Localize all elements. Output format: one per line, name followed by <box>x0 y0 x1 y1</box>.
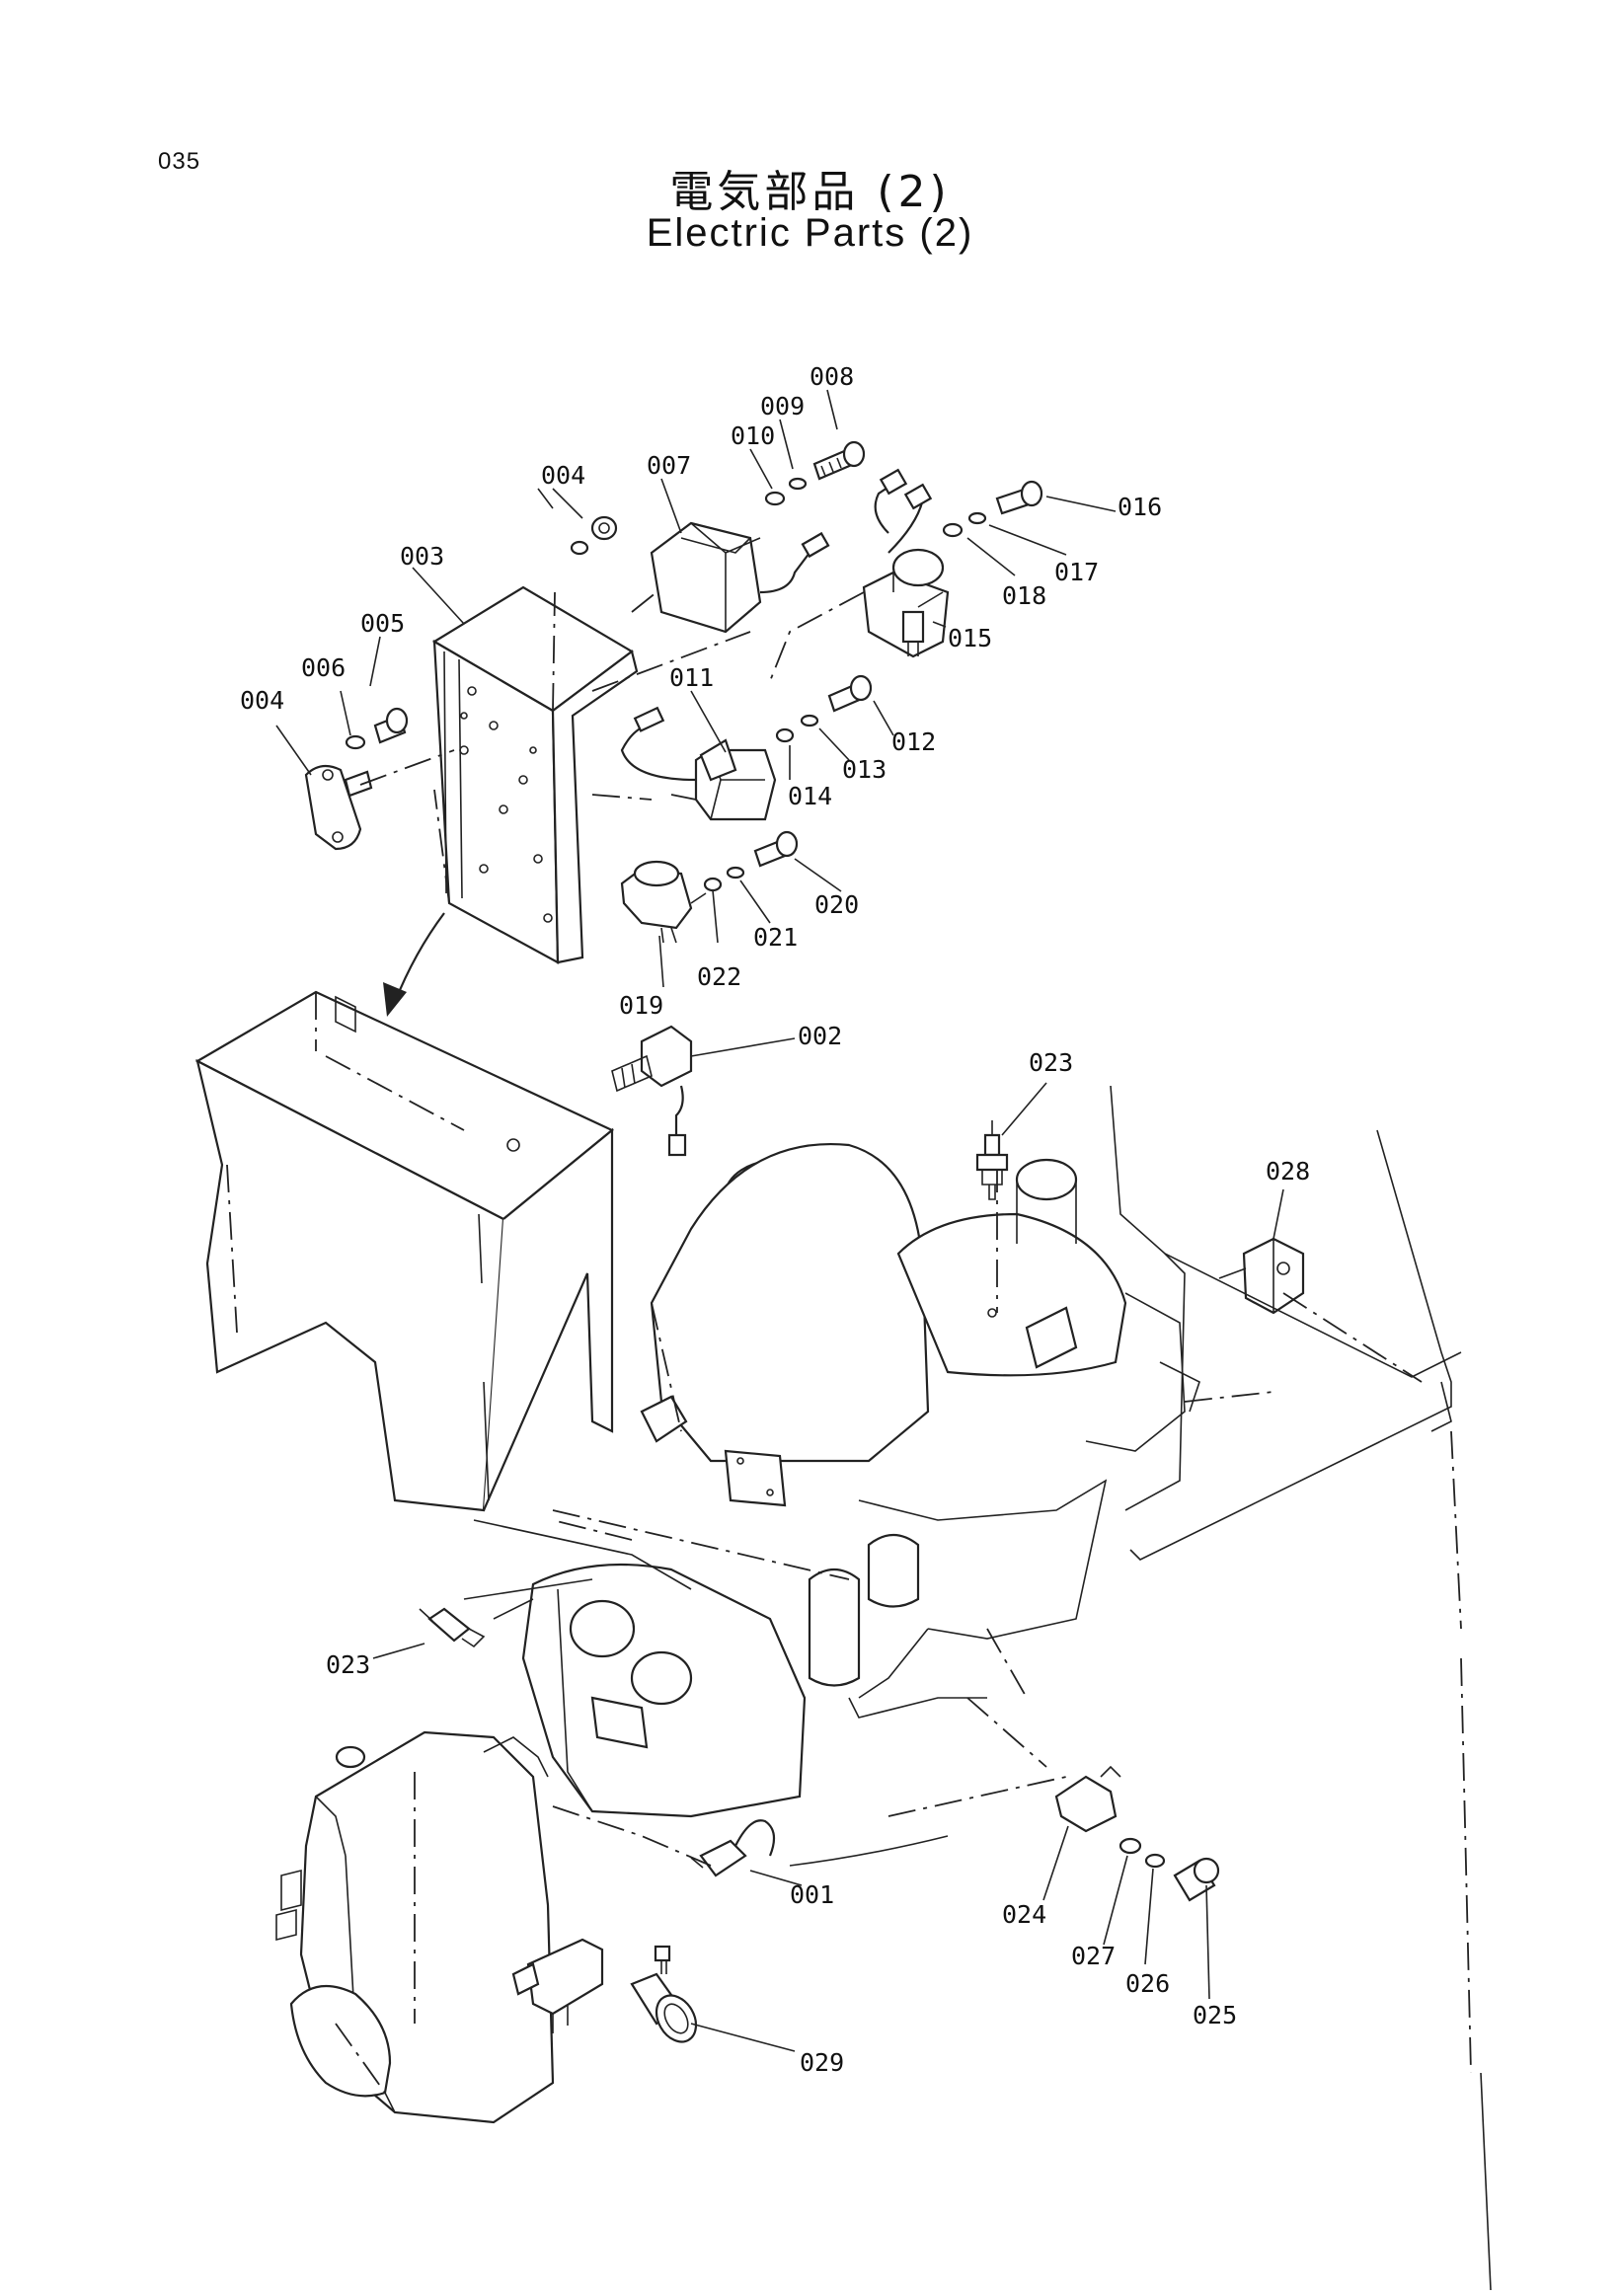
callout-labels: 004 003 007 008 009 010 016 017 018 015 … <box>240 362 1310 2077</box>
callout-018: 018 <box>1002 581 1046 610</box>
sensor-023-lower <box>419 1607 486 1648</box>
callout-023-lower: 023 <box>326 1650 370 1679</box>
gear-case <box>463 1563 807 1818</box>
callout-013: 013 <box>842 755 887 784</box>
callout-010: 010 <box>731 421 775 450</box>
callout-006: 006 <box>301 653 346 682</box>
transmission-housing <box>275 1730 555 2124</box>
plate-004-left <box>304 749 455 851</box>
callout-026: 026 <box>1125 1969 1170 1998</box>
callout-022: 022 <box>697 962 741 991</box>
bolt-016-set <box>942 480 1043 538</box>
title-english: Electric Parts (2) <box>646 211 974 255</box>
callout-029: 029 <box>800 2048 844 2077</box>
relay-015 <box>769 468 950 682</box>
frame-outline <box>473 1085 1492 2291</box>
sensor-029 <box>630 1945 698 2043</box>
callout-011: 011 <box>669 663 714 692</box>
bolt-008-set <box>764 440 866 506</box>
callout-027: 027 <box>1071 1942 1116 1970</box>
callout-002: 002 <box>798 1022 842 1050</box>
callout-025: 025 <box>1193 2001 1237 2029</box>
bracket-003 <box>431 585 639 964</box>
callout-028: 028 <box>1266 1157 1310 1186</box>
callout-008: 008 <box>810 362 854 391</box>
sensor-028 <box>1218 1237 1305 1315</box>
callout-007: 007 <box>647 451 691 480</box>
sensor-002 <box>611 1025 693 1157</box>
sensor-023-upper <box>975 1120 1009 1200</box>
callout-017: 017 <box>1054 558 1099 586</box>
callout-012: 012 <box>891 727 936 756</box>
callout-015: 015 <box>948 624 992 652</box>
bolt-005-set <box>345 707 409 750</box>
callout-019: 019 <box>619 991 663 1020</box>
callout-014: 014 <box>788 782 832 810</box>
callout-003: 003 <box>400 542 444 571</box>
leader-lines <box>275 389 1284 2052</box>
callout-020: 020 <box>814 890 859 919</box>
relay-019 <box>620 860 707 944</box>
callout-021: 021 <box>753 923 798 952</box>
callout-001: 001 <box>790 1880 834 1909</box>
nut-004-upper <box>570 515 618 556</box>
callout-016: 016 <box>1118 493 1162 521</box>
callout-024: 024 <box>1002 1900 1046 1929</box>
bolt-012-set <box>775 674 873 743</box>
callout-004-left: 004 <box>240 686 284 715</box>
sensor-024-set <box>1054 1765 1220 1902</box>
left-cover <box>194 990 615 1512</box>
valve-block <box>511 1938 604 2033</box>
page-number: 035 <box>158 148 201 175</box>
callout-023-upper: 023 <box>1029 1048 1073 1077</box>
relay-007 <box>591 521 830 692</box>
callout-009: 009 <box>760 392 805 421</box>
relay-011 <box>591 706 777 821</box>
assembly-arrow <box>383 912 445 1017</box>
callout-005: 005 <box>360 609 405 638</box>
bolt-020-set <box>703 830 799 892</box>
sensor-001 <box>690 1819 776 1877</box>
callout-004-upper: 004 <box>541 461 585 490</box>
title-japanese: 電気部品 (2) <box>669 167 951 217</box>
engine-assembly <box>640 1143 1200 1719</box>
